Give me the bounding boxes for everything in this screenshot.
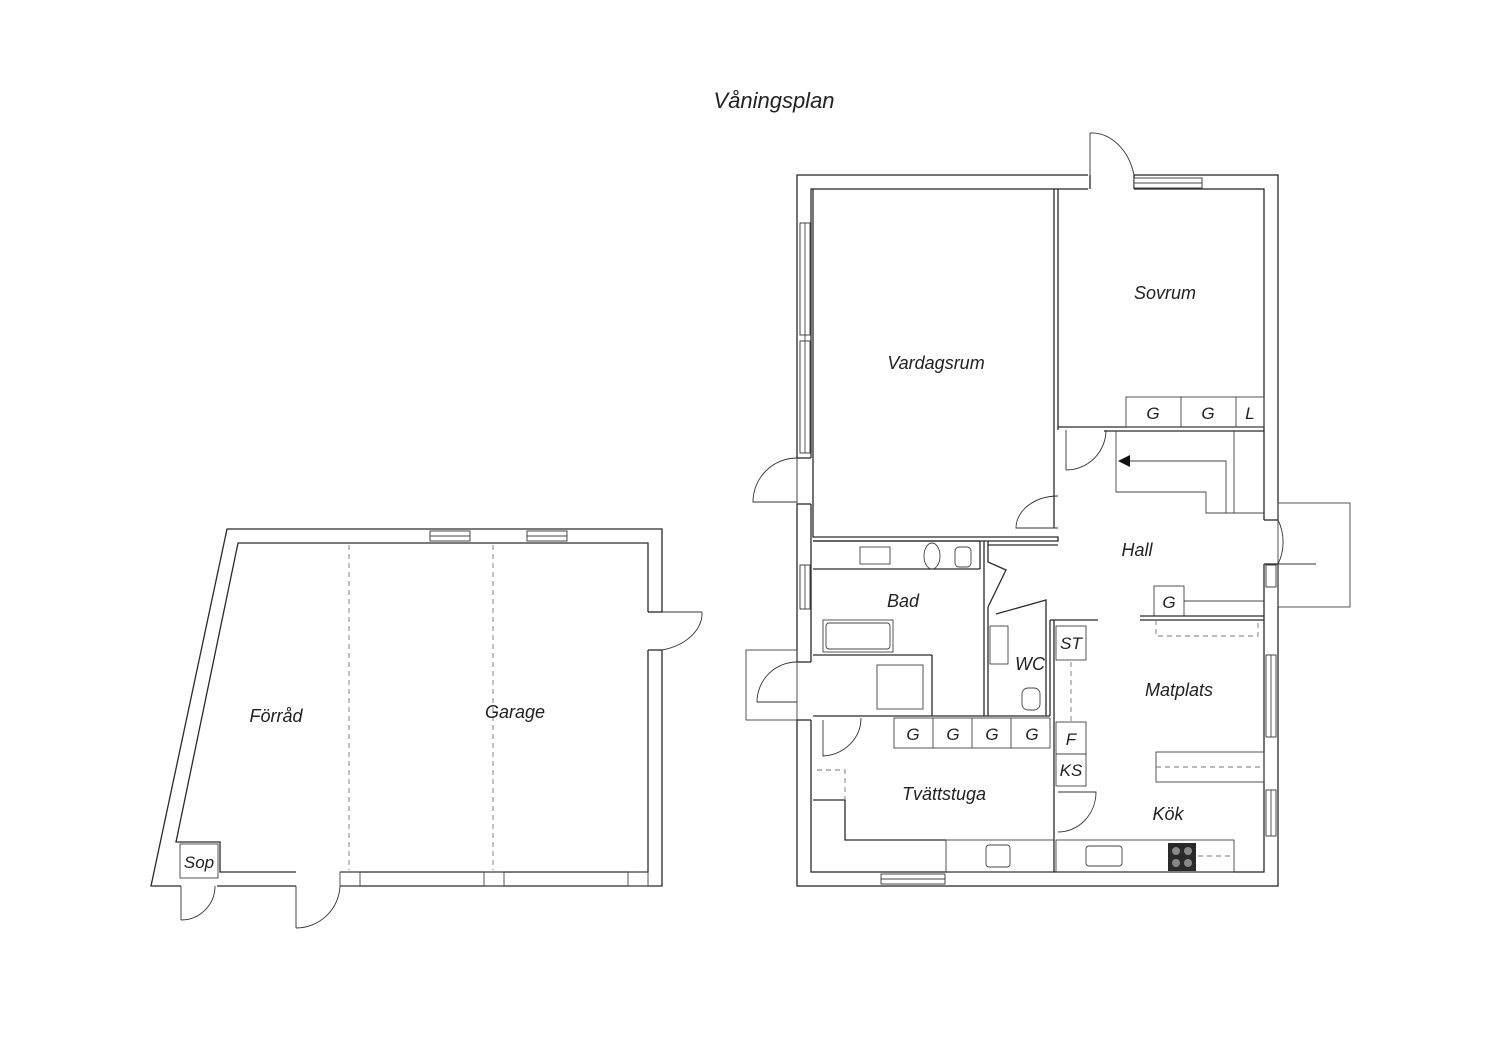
room-bad: Bad — [887, 591, 920, 611]
room-kok: Kök — [1152, 804, 1184, 824]
bad-toilet — [923, 542, 941, 570]
room-forrad: Förråd — [249, 706, 303, 726]
kitchen-sink — [1085, 845, 1123, 867]
room-garage: Garage — [485, 702, 545, 722]
door-sop — [180, 885, 216, 921]
door-garage-right — [648, 611, 703, 651]
room-vardagsrum: Vardagsrum — [887, 353, 984, 373]
plan-title: Våningsplan — [713, 88, 834, 113]
main-house: Vardagsrum Sovrum Hall Bad WC Matplats T… — [745, 132, 1351, 887]
window — [1265, 564, 1277, 588]
closet-g: G — [946, 725, 959, 744]
fixture-st: ST — [1060, 634, 1083, 653]
room-tvattstuga: Tvättstuga — [902, 784, 986, 804]
bad-sink — [859, 546, 891, 565]
tvatt-sink — [985, 844, 1011, 868]
wc-sink — [989, 625, 1009, 665]
room-hall: Hall — [1121, 540, 1153, 560]
closet-g: G — [985, 725, 998, 744]
room-wc: WC — [1015, 654, 1046, 674]
stove-icon — [1168, 843, 1196, 871]
closet-g: G — [1146, 404, 1159, 423]
door-hall-right — [1264, 502, 1351, 608]
door-garage-bottom — [295, 885, 341, 929]
fixture-f: F — [1066, 730, 1078, 749]
door-vardagsrum-left — [752, 457, 811, 505]
fixture-ks: KS — [1060, 761, 1083, 780]
fixture-sop: Sop — [184, 853, 214, 872]
wc-toilet — [1021, 687, 1041, 711]
room-sovrum: Sovrum — [1134, 283, 1196, 303]
door-tvattstuga-left — [745, 649, 811, 721]
closet-l: L — [1245, 404, 1254, 423]
sop-box — [179, 843, 219, 879]
closet-g: G — [1201, 404, 1214, 423]
closet-g: G — [906, 725, 919, 744]
closet-g: G — [1162, 593, 1175, 612]
room-matplats: Matplats — [1145, 680, 1213, 700]
bathtub — [822, 619, 894, 653]
garage-building: Sop Förråd Garage — [150, 528, 703, 929]
closet-g: G — [1025, 725, 1038, 744]
